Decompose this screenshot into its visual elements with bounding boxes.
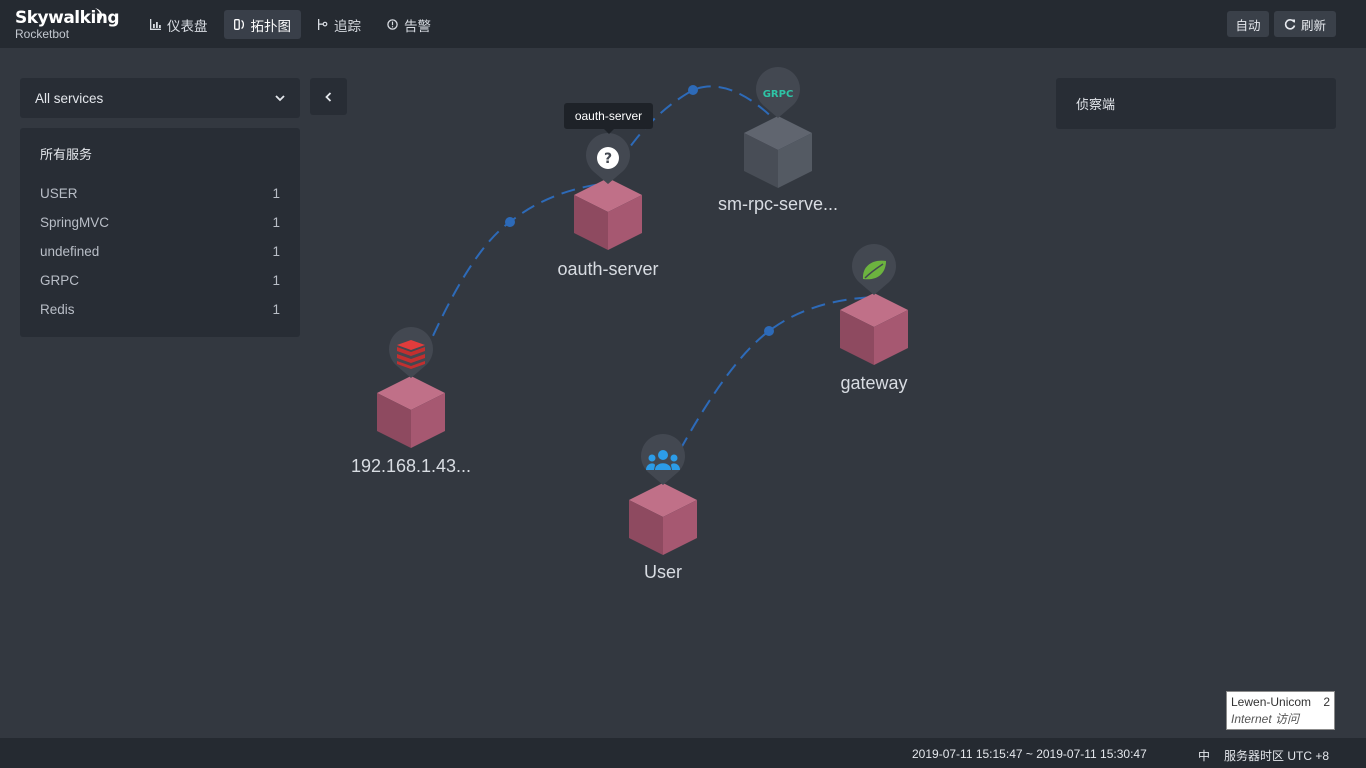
node-tooltip: oauth-server [564,103,653,134]
service-count: 1 [272,273,280,288]
bar-chart-icon [150,19,161,30]
detector-panel[interactable]: 侦察端 [1056,78,1336,129]
node-redis[interactable] [377,327,445,448]
service-name: Redis [40,302,75,317]
service-count: 1 [272,302,280,317]
alarm-icon [387,19,398,30]
collapse-panel-button[interactable] [310,78,347,115]
nav-trace-label: 追踪 [334,18,361,35]
service-row[interactable]: USER 1 [40,179,280,208]
question-icon: ? [597,147,619,169]
topology-icon [233,19,244,30]
chevron-left-icon [325,91,332,102]
node-sm-rpc-server[interactable]: GRPC [744,67,812,188]
redis-icon [397,340,425,369]
chevron-down-icon [275,94,285,101]
edge-dot [505,217,515,227]
time-range[interactable]: 2019-07-11 15:15:47 ~ 2019-07-11 15:30:4… [912,747,1147,761]
services-panel-title: 所有服务 [40,148,93,163]
refresh-button[interactable]: 刷新 [1274,11,1336,37]
node-label-oauth-server[interactable]: oauth-server [557,259,659,279]
trace-icon [318,19,328,30]
node-label-user[interactable]: User [643,562,683,582]
svg-text:?: ? [604,151,612,167]
ime-line1-num: 2 [1323,695,1330,709]
ime-popup: Lewen-Unicom 2 Internet 访问 [1226,691,1335,730]
main-nav: 仪表盘 拓扑图 追踪 告警 [140,10,441,39]
edge-dot [764,326,774,336]
service-name: USER [40,186,78,201]
service-name: undefined [40,244,100,259]
nav-topology-label: 拓扑图 [250,18,292,35]
logo-swoosh-icon [95,8,103,23]
spring-leaf-icon [862,260,886,280]
node-cube [377,376,445,448]
nav-dashboard[interactable]: 仪表盘 [140,10,218,39]
nav-alarm-label: 告警 [404,18,431,35]
ime-line1: Lewen-Unicom [1231,695,1312,709]
service-row[interactable]: undefined 1 [40,237,280,266]
node-label-gateway[interactable]: gateway [840,373,908,393]
service-count: 1 [272,186,280,201]
services-panel: 所有服务 USER 1 SpringMVC 1 undefined 1 GRPC… [20,128,300,337]
service-count: 1 [272,244,280,259]
grpc-icon: GRPC [763,89,794,100]
service-row[interactable]: SpringMVC 1 [40,208,280,237]
service-row[interactable]: Redis 1 [40,295,280,324]
node-cube [744,116,812,188]
nav-topology[interactable]: 拓扑图 [223,10,301,39]
node-user[interactable] [629,434,697,555]
nav-alarm[interactable]: 告警 [377,10,441,39]
refresh-icon [1284,19,1296,30]
footer-bar: 2019-07-11 15:15:47 ~ 2019-07-11 15:30:4… [0,738,1366,768]
service-select-value: All services [35,90,104,106]
refresh-label: 刷新 [1300,17,1326,33]
auto-button[interactable]: 自动 [1227,11,1269,37]
service-row[interactable]: GRPC 1 [40,266,280,295]
nav-dashboard-label: 仪表盘 [167,18,208,35]
logo-main-text: Skywalking [15,8,120,28]
timezone-label[interactable]: 服务器时区 UTC +8 [1224,749,1330,763]
top-header: Skywalking Rocketbot 仪表盘 拓扑图 [0,0,1366,48]
service-select[interactable]: All services [20,78,300,118]
service-name: SpringMVC [40,215,110,230]
node-oauth-server[interactable]: ? [574,133,642,250]
logo-sub-text: Rocketbot [15,27,70,41]
app-logo[interactable]: Skywalking Rocketbot [15,8,120,41]
nav-trace[interactable]: 追踪 [307,10,371,39]
language-toggle[interactable]: 中 [1198,749,1211,763]
node-cube [629,483,697,555]
node-cube [840,293,908,365]
detector-panel-title: 侦察端 [1076,98,1116,113]
node-gateway[interactable] [840,244,908,365]
edge-dot [688,85,698,95]
node-label-redis[interactable]: 192.168.1.43... [350,456,472,476]
users-icon [646,450,680,470]
service-count: 1 [272,215,280,230]
node-cube [574,178,642,250]
node-label-sm-rpc-server[interactable]: sm-rpc-serve... [717,194,839,214]
ime-line2: Internet 访问 [1231,712,1300,726]
service-name: GRPC [40,273,80,288]
